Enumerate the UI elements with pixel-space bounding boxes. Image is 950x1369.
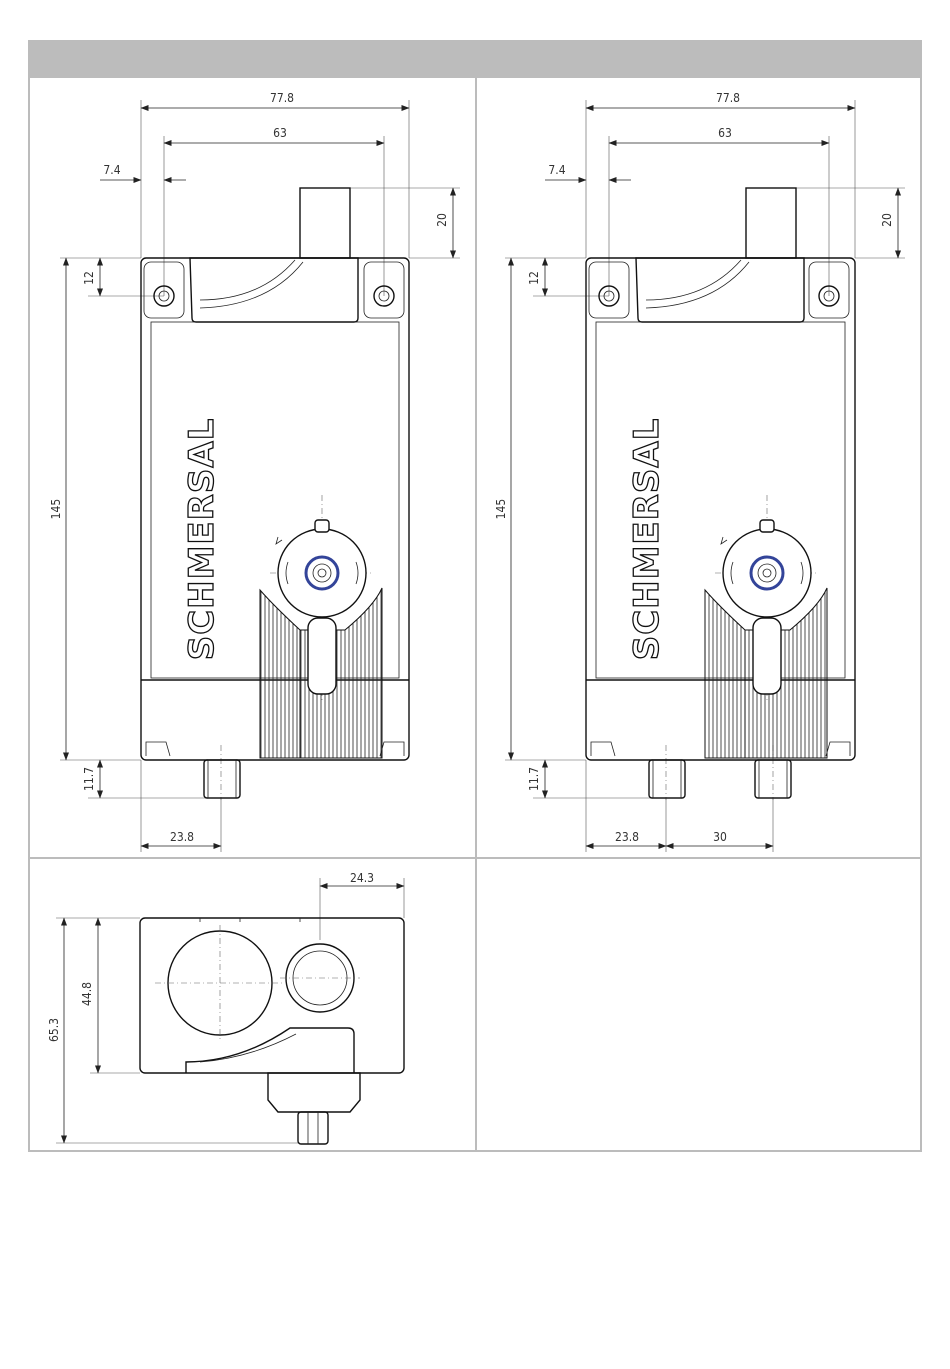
connector bbox=[755, 760, 791, 798]
dim-actuator-height: 20 bbox=[880, 213, 894, 227]
connector bbox=[204, 760, 240, 798]
release-knob bbox=[723, 529, 811, 617]
release-knob-side bbox=[268, 1073, 360, 1112]
top-view: 24.3 44.8 65.3 bbox=[47, 871, 404, 1144]
dim-overall-height: 145 bbox=[494, 499, 508, 520]
front-view-right: 77.8 63 7.4 20 12 145 11.7 23.8 30 bbox=[494, 91, 905, 852]
dim-body-depth: 44.8 bbox=[80, 982, 94, 1006]
actuator bbox=[746, 188, 796, 258]
dim-overall-depth: 65.3 bbox=[47, 1018, 61, 1042]
dim-overall-height: 145 bbox=[49, 499, 63, 520]
dim-connector-offset: 23.8 bbox=[170, 830, 194, 844]
dim-top-to-hole: 12 bbox=[527, 271, 541, 285]
brand-logo: SCHMERSAL bbox=[182, 418, 222, 661]
brand-logo: SCHMERSAL bbox=[627, 418, 667, 661]
body-top bbox=[140, 918, 404, 1073]
dim-overall-width: 77.8 bbox=[716, 91, 740, 105]
dim-hole-spacing: 63 bbox=[273, 126, 287, 140]
release-knob bbox=[278, 529, 366, 617]
dim-hole-offset: 7.4 bbox=[548, 163, 565, 177]
dim-hole-offset: 7.4 bbox=[103, 163, 120, 177]
front-view-left: 77.8 63 7.4 20 12 145 11.7 23.8 bbox=[49, 91, 460, 852]
dim-hole-spacing: 63 bbox=[718, 126, 732, 140]
dim-connector-height: 11.7 bbox=[527, 767, 541, 791]
actuator bbox=[300, 188, 350, 258]
dim-connector-offset: 23.8 bbox=[615, 830, 639, 844]
dim-connector-spacing: 30 bbox=[713, 830, 727, 844]
dim-knob-offset: 24.3 bbox=[350, 871, 374, 885]
dim-actuator-height: 20 bbox=[435, 213, 449, 227]
connector bbox=[649, 760, 685, 798]
dim-connector-height: 11.7 bbox=[82, 767, 96, 791]
dim-overall-width: 77.8 bbox=[270, 91, 294, 105]
dim-top-to-hole: 12 bbox=[82, 271, 96, 285]
